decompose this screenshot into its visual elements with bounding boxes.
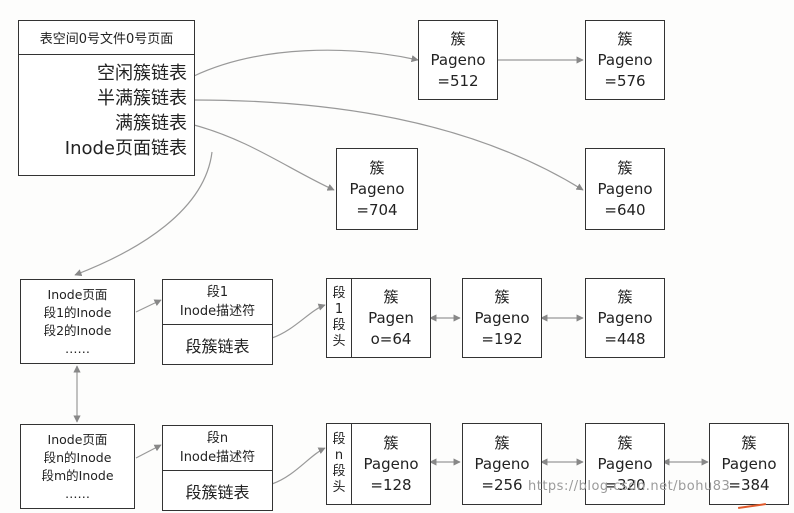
segment-n-head-page: 段 n 段 头 簇 Pageno =128 — [326, 423, 431, 505]
segment-title: 段n — [206, 431, 229, 446]
segment-title: 段1 — [206, 285, 229, 300]
cluster-label: 簇 — [450, 29, 466, 48]
tablespace-header-title: 表空间0号文件0号页面 — [39, 32, 174, 47]
cluster-page-384: 簇 Pageno =384 — [709, 423, 789, 505]
pageno-label: Pageno — [597, 308, 653, 327]
segment-n-cluster-list-cell: 段簇链表 — [163, 471, 272, 510]
segment-head-char: 段 — [332, 318, 346, 333]
inode-entry: 段n的Inode — [43, 449, 112, 465]
segment-cluster-list-label: 段簇链表 — [185, 336, 250, 356]
cluster-page-64: 簇 Pagen o=64 — [352, 279, 430, 357]
cluster-page-576: 簇 Pageno =576 — [585, 20, 665, 100]
pageno-label: Pageno — [430, 50, 486, 69]
pageno-value: =576 — [604, 71, 646, 90]
cluster-page-512: 簇 Pageno =512 — [418, 20, 498, 100]
cluster-page-256: 簇 Pageno =256 — [462, 423, 542, 505]
cluster-page-320: 簇 Pageno =320 — [585, 423, 665, 505]
segment-1-cluster-list-cell: 段簇链表 — [163, 325, 272, 364]
inode-page-box-2: Inode页面 段n的Inode 段m的Inode …… — [20, 424, 135, 509]
cluster-label: 簇 — [383, 287, 399, 306]
csdn-watermark: https://blog.csdn.net/bohu83 — [528, 479, 731, 494]
halffull-cluster-list-label: 半满簇链表 — [97, 88, 187, 109]
tablespace-header-box: 表空间0号文件0号页面 空闲簇链表 半满簇链表 满簇链表 Inode页面链表 — [18, 20, 195, 176]
cluster-label: 簇 — [741, 433, 757, 452]
cluster-label: 簇 — [494, 433, 510, 452]
cluster-page-640: 簇 Pageno =640 — [585, 148, 665, 230]
pageno-value: =256 — [481, 475, 523, 494]
arrow-free-list — [193, 49, 419, 77]
inode-entry: 段m的Inode — [41, 467, 114, 483]
cluster-page-192: 簇 Pageno =192 — [462, 278, 542, 358]
segment-n-head-label-column: 段 n 段 头 — [327, 424, 352, 504]
cluster-label: 簇 — [617, 158, 633, 177]
arrow-segn-head — [271, 447, 326, 485]
cluster-page-448: 簇 Pageno =448 — [585, 278, 665, 358]
segment-1-head-label-column: 段 1 段 头 — [327, 279, 352, 357]
pageno-label: Pageno — [597, 179, 653, 198]
pageno-value: o=64 — [370, 329, 412, 348]
cluster-page-128: 簇 Pageno =128 — [352, 424, 430, 504]
inode-ellipsis: …… — [65, 340, 90, 356]
pageno-value: =704 — [356, 200, 398, 219]
pageno-label: Pageno — [474, 308, 530, 327]
segment-1-descriptor-box: 段1 Inode描述符 段簇链表 — [162, 279, 273, 365]
inode-page-box-1: Inode页面 段1的Inode 段2的Inode …… — [20, 279, 135, 364]
segment-head-char: 段 — [332, 432, 346, 447]
inode-descriptor-label: Inode描述符 — [179, 304, 256, 319]
arrow-inode2-segn — [135, 444, 162, 459]
inode-page-list-label: Inode页面链表 — [64, 138, 187, 159]
cluster-label: 簇 — [494, 287, 510, 306]
pageno-value: =448 — [604, 329, 646, 348]
pageno-value: =384 — [728, 475, 770, 494]
segment-head-char: 头 — [332, 334, 346, 349]
segment-n-descriptor-box: 段n Inode描述符 段簇链表 — [162, 425, 273, 511]
cluster-label: 簇 — [383, 433, 399, 452]
arrow-seg1-head — [271, 303, 326, 339]
segment-n-descriptor-header: 段n Inode描述符 — [163, 426, 272, 471]
inode-ellipsis: …… — [65, 485, 90, 501]
arrow-inode1-seg1 — [135, 299, 162, 313]
segment-head-char: 段 — [332, 464, 346, 479]
arrow-full-list — [193, 124, 335, 191]
free-cluster-list-label: 空闲簇链表 — [97, 63, 187, 84]
pageno-value: =512 — [437, 71, 479, 90]
segment-head-char: n — [334, 448, 344, 463]
pageno-label: Pageno — [363, 454, 419, 473]
segment-1-descriptor-header: 段1 Inode描述符 — [163, 280, 272, 325]
inode-page-title: Inode页面 — [47, 431, 108, 447]
pageno-label: Pagen — [368, 308, 414, 327]
inode-entry: 段2的Inode — [43, 322, 112, 338]
inode-descriptor-label: Inode描述符 — [179, 450, 256, 465]
pageno-value: =128 — [370, 475, 412, 494]
segment-head-char: 1 — [334, 302, 344, 317]
arrow-inode-list — [74, 151, 213, 277]
cluster-label: 簇 — [617, 287, 633, 306]
inode-page-title: Inode页面 — [47, 286, 108, 302]
segment-head-char: 头 — [332, 480, 346, 495]
pageno-label: Pageno — [597, 50, 653, 69]
pageno-label: Pageno — [349, 179, 405, 198]
tablespace-header-title-cell: 表空间0号文件0号页面 — [19, 21, 194, 55]
pageno-label: Pageno — [474, 454, 530, 473]
arrow-halffull-list — [193, 99, 584, 191]
segment-head-char: 段 — [332, 286, 346, 301]
cluster-label: 簇 — [369, 158, 385, 177]
cluster-page-704: 簇 Pageno =704 — [336, 148, 418, 230]
pageno-label: Pageno — [597, 454, 653, 473]
pageno-value: =192 — [481, 329, 523, 348]
pageno-value: =640 — [604, 200, 646, 219]
segment-cluster-list-label: 段簇链表 — [185, 482, 250, 502]
header-list-group: 空闲簇链表 半满簇链表 满簇链表 Inode页面链表 — [19, 61, 187, 161]
full-cluster-list-label: 满簇链表 — [115, 113, 187, 134]
pageno-value: =320 — [604, 475, 646, 494]
pageno-label: Pageno — [721, 454, 777, 473]
cluster-label: 簇 — [617, 433, 633, 452]
inode-entry: 段1的Inode — [43, 304, 112, 320]
cluster-label: 簇 — [617, 29, 633, 48]
segment-1-head-page: 段 1 段 头 簇 Pagen o=64 — [326, 278, 431, 358]
